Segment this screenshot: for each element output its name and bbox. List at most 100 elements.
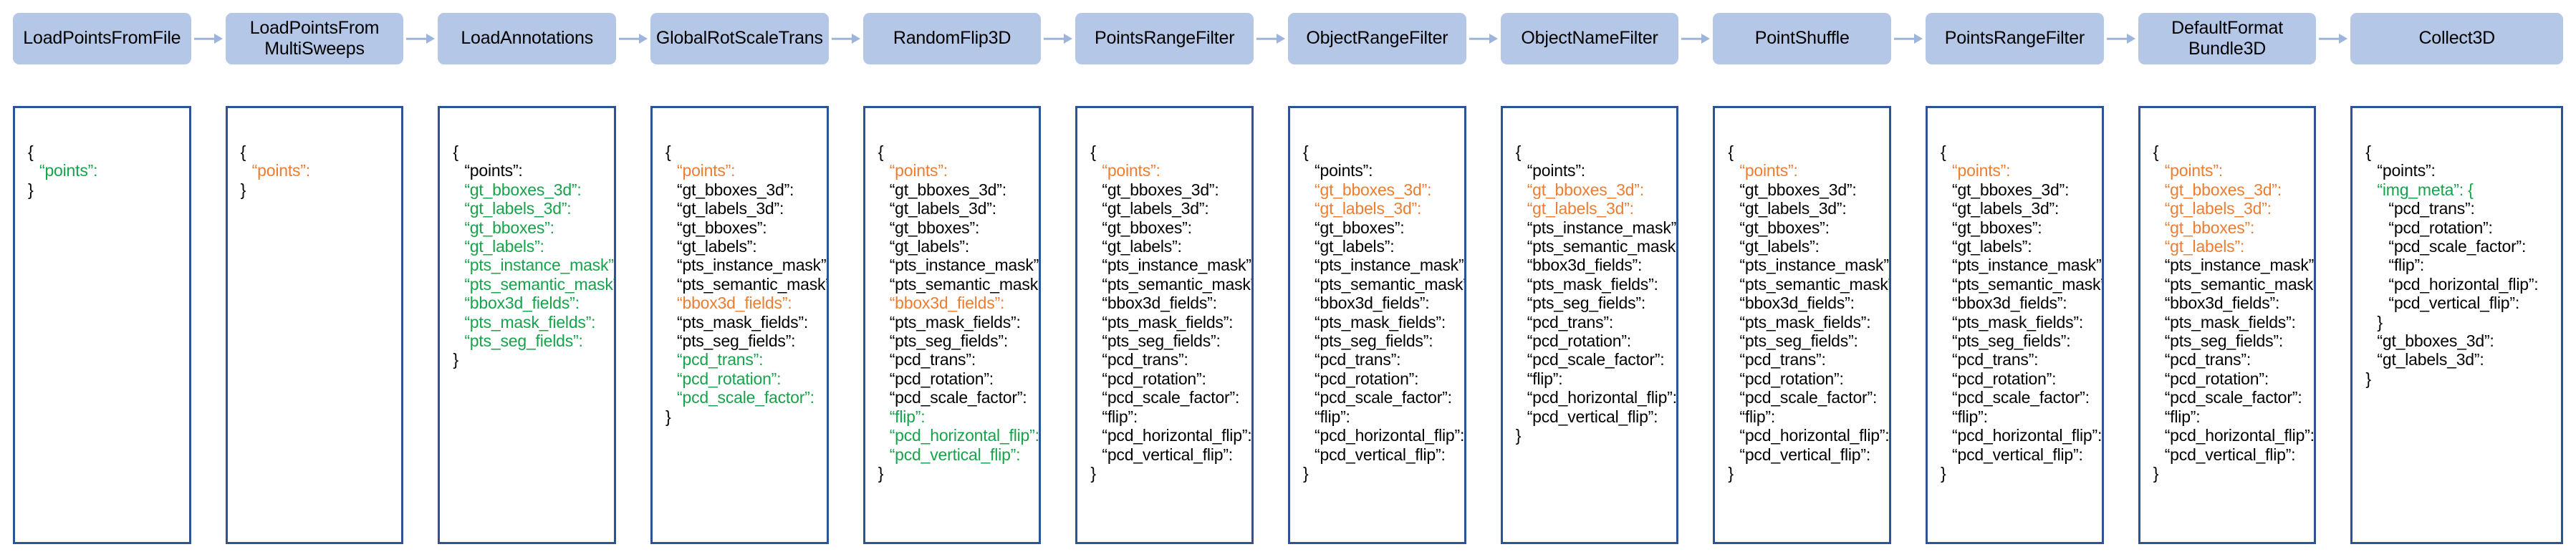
json-key-line: }: [2377, 312, 2383, 331]
json-key-line: “img_meta”: {: [2377, 180, 2474, 199]
json-key-line: {: [1728, 142, 1734, 161]
detail-panel-points-range-filter-1: {“points”:“gt_bboxes_3d”:“gt_labels_3d”:…: [1075, 106, 1254, 544]
panel-cell-object-name-filter: {“points”:“gt_bboxes_3d”:“gt_labels_3d”:…: [1500, 106, 1714, 544]
json-key-line: “pts_semantic_mask”:: [1952, 274, 2104, 294]
stage-box-load-points-from-file[interactable]: LoadPointsFromFile: [13, 13, 191, 64]
stage-box-point-shuffle[interactable]: PointShuffle: [1713, 13, 1892, 64]
panel-cell-object-range-filter: {“points”:“gt_bboxes_3d”:“gt_labels_3d”:…: [1288, 106, 1501, 544]
panel-gap: [1041, 106, 1075, 544]
json-key-line: “flip”:: [1315, 407, 1350, 426]
stage-cell-default-format-bundle-3d: DefaultFormat Bundle3D: [2138, 10, 2351, 67]
json-key-line: “flip”:: [1739, 407, 1776, 426]
json-key-line: “points”:: [39, 161, 98, 180]
json-key-line: “gt_labels_3d”:: [2164, 199, 2272, 218]
json-key-line: “pts_mask_fields”:: [1527, 274, 1658, 294]
json-key-line: “pts_semantic_mask”:: [889, 274, 1042, 294]
arrow-right-icon: [2104, 13, 2138, 64]
stage-cell-object-range-filter: ObjectRangeFilter: [1288, 10, 1501, 67]
stage-label-random-flip-3d: RandomFlip3D: [893, 28, 1011, 49]
json-key-line: “pcd_rotation”:: [1527, 331, 1632, 351]
json-key-line: {: [2365, 142, 2371, 161]
json-key-line: “pcd_horizontal_flip”:: [1315, 426, 1465, 445]
json-key-line: “gt_labels_3d”:: [2377, 350, 2484, 369]
stage-label-load-points-from-file: LoadPointsFromFile: [23, 28, 181, 49]
json-key-line: “pcd_trans”:: [1315, 350, 1401, 369]
json-key-line: “flip”:: [889, 407, 926, 426]
arrow-right-icon: [1678, 13, 1713, 64]
stage-box-global-rot-scale-trans[interactable]: GlobalRotScaleTrans: [650, 13, 829, 64]
json-key-line: “pcd_rotation”:: [1739, 369, 1844, 388]
json-key-line: “pts_seg_fields”:: [1315, 331, 1433, 351]
json-key-line: }: [878, 463, 884, 483]
json-key-line: “pcd_trans”:: [1739, 350, 1826, 369]
json-key-line: “pcd_vertical_flip”:: [1739, 445, 1871, 464]
json-key-line: “gt_labels”:: [464, 237, 544, 256]
json-key-line: “bbox3d_fields”:: [464, 294, 580, 313]
json-key-line: “pcd_trans”:: [2164, 350, 2251, 369]
json-key-line: “gt_labels”:: [2164, 237, 2245, 256]
json-key-line: }: [453, 350, 458, 369]
stage-box-load-annotations[interactable]: LoadAnnotations: [438, 13, 617, 64]
stage-label-point-shuffle: PointShuffle: [1754, 28, 1850, 49]
detail-panel-load-points-from-multi-sweeps: {“points”:}: [225, 106, 404, 544]
json-key-line: “pcd_trans”:: [677, 350, 764, 369]
stage-box-object-name-filter[interactable]: ObjectNameFilter: [1500, 13, 1679, 64]
json-key-line: “pts_seg_fields”:: [2164, 331, 2284, 351]
stage-box-default-format-bundle-3d[interactable]: DefaultFormat Bundle3D: [2138, 13, 2317, 64]
json-key-line: “gt_bboxes_3d”:: [1952, 180, 2070, 199]
json-key-line: “points”:: [1952, 161, 2011, 180]
panel-top-spacer: [1090, 127, 1251, 142]
stage-cell-global-rot-scale-trans: GlobalRotScaleTrans: [650, 10, 863, 67]
panel-gap: [1466, 106, 1501, 544]
json-key-line: “gt_labels_3d”:: [889, 199, 996, 218]
json-key-line: “flip”:: [2388, 256, 2425, 275]
json-key-line: “gt_bboxes_3d”:: [1102, 180, 1219, 199]
panel-top-spacer: [453, 127, 614, 142]
json-key-line: “bbox3d_fields”:: [1952, 294, 2067, 313]
json-key-line: {: [1090, 142, 1096, 161]
stage-box-object-range-filter[interactable]: ObjectRangeFilter: [1288, 13, 1466, 64]
json-key-line: “pts_mask_fields”:: [889, 312, 1021, 331]
json-key-line: “pts_semantic_mask”:: [464, 274, 617, 294]
panel-cell-default-format-bundle-3d: {“points”:“gt_bboxes_3d”:“gt_labels_3d”:…: [2138, 106, 2351, 544]
panel-cell-load-annotations: {“points”:“gt_bboxes_3d”:“gt_labels_3d”:…: [438, 106, 650, 544]
json-key-line: “points”:: [1102, 161, 1160, 180]
json-key-line: “flip”:: [1527, 369, 1563, 388]
json-key-line: “pcd_rotation”:: [1952, 369, 2057, 388]
json-key-line: “pcd_rotation”:: [2388, 218, 2493, 237]
json-key-line: “points”:: [464, 161, 523, 180]
json-key-line: }: [1728, 463, 1734, 483]
detail-panel-points-range-filter-2: {“points”:“gt_bboxes_3d”:“gt_labels_3d”:…: [1926, 106, 2104, 544]
json-key-line: “gt_bboxes_3d”:: [1315, 180, 1432, 199]
panel-top-spacer: [1728, 127, 1889, 142]
json-key-line: “points”:: [1527, 161, 1585, 180]
json-key-line: “pts_instance_mask”:: [1739, 256, 1892, 275]
stage-box-collect-3d[interactable]: Collect3D: [2350, 13, 2564, 64]
stage-box-load-points-from-multi-sweeps[interactable]: LoadPointsFrom MultiSweeps: [225, 13, 404, 64]
json-key-line: “pcd_vertical_flip”:: [1952, 445, 2083, 464]
panel-cell-global-rot-scale-trans: {“points”:“gt_bboxes_3d”:“gt_labels_3d”:…: [650, 106, 863, 544]
json-key-line: “pcd_rotation”:: [1315, 369, 1419, 388]
json-key-line: “pts_mask_fields”:: [464, 312, 596, 331]
json-key-line: }: [2365, 369, 2371, 388]
arrow-right-icon: [1254, 13, 1288, 64]
json-key-line: {: [1515, 142, 1522, 161]
stage-cell-load-points-from-multi-sweeps: LoadPointsFrom MultiSweeps: [225, 10, 438, 67]
json-key-line: “points”:: [889, 161, 948, 180]
json-key-line: “pts_semantic_mask”:: [1739, 274, 1892, 294]
panel-cell-collect-3d: {“points”:“img_meta”: {“pcd_trans”:“pcd_…: [2350, 106, 2564, 544]
stage-box-points-range-filter-1[interactable]: PointsRangeFilter: [1075, 13, 1254, 64]
json-key-line: “gt_labels”:: [1739, 237, 1820, 256]
json-key-line: “gt_labels_3d”:: [1527, 199, 1634, 218]
stage-box-row: LoadPointsFromFile LoadPointsFrom MultiSw…: [13, 10, 2564, 67]
panel-gap: [2104, 106, 2138, 544]
json-key-line: “pcd_trans”:: [1102, 350, 1188, 369]
panel-top-spacer: [241, 127, 402, 142]
stage-cell-points-range-filter-2: PointsRangeFilter: [1926, 10, 2138, 67]
stage-box-random-flip-3d[interactable]: RandomFlip3D: [862, 13, 1042, 64]
stage-box-points-range-filter-2[interactable]: PointsRangeFilter: [1926, 13, 2104, 64]
json-key-line: “pts_mask_fields”:: [677, 312, 809, 331]
json-key-line: “pcd_trans”:: [1527, 312, 1614, 331]
json-key-line: “flip”:: [1102, 407, 1138, 426]
